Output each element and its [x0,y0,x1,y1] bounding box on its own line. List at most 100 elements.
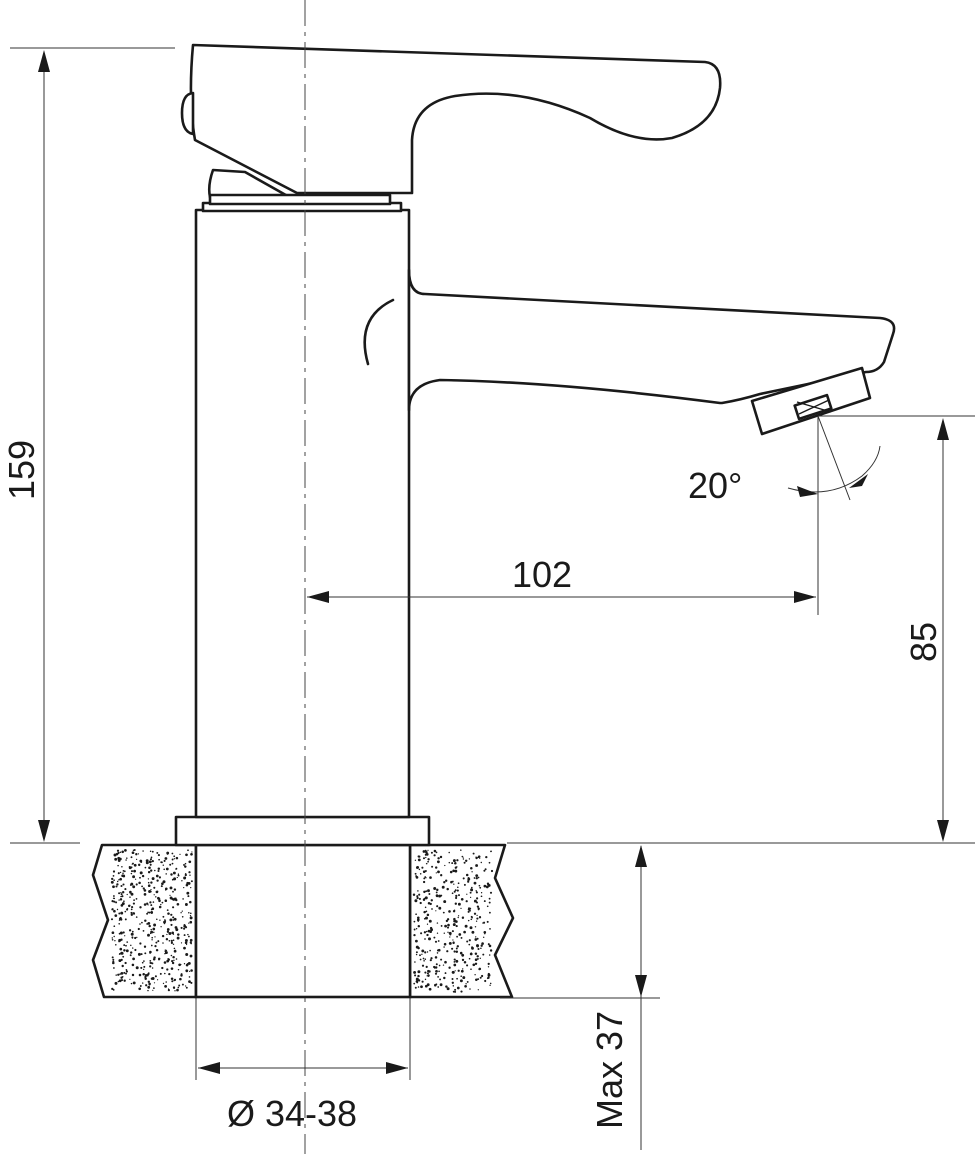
stone-speck [444,960,447,964]
stone-speck [139,923,141,925]
stone-speck [485,885,489,889]
stone-speck [150,856,153,859]
stone-speck [454,988,457,991]
stone-speck [141,921,143,924]
stone-speck [172,916,175,919]
stone-speck [170,873,173,876]
stone-speck [161,882,164,885]
stone-speck [151,859,154,863]
stone-speck [138,881,141,885]
stone-speck [111,937,113,939]
stone-speck [451,862,454,865]
stone-speck [417,916,420,920]
stone-speck [139,942,142,945]
stone-speck [149,932,152,935]
stone-speck [166,959,170,963]
stone-speck [469,926,473,930]
stone-speck [433,849,437,853]
stone-speck [476,955,479,958]
stone-speck [426,983,430,987]
stone-speck [120,918,123,921]
stone-speck [467,879,470,882]
cartridge-ring-top [208,193,392,206]
stone-speck [171,858,174,861]
stone-speck [429,876,432,879]
stone-speck [114,940,116,942]
stone-speck [170,939,173,943]
stone-speck [420,932,423,935]
stone-speck [166,933,168,936]
stone-speck [464,924,468,928]
stone-speck [448,851,450,854]
stone-speck [480,895,483,898]
stone-speck [434,972,438,975]
stone-speck [120,951,124,955]
stone-speck [149,901,152,904]
stone-speck [451,947,454,950]
stone-speck [474,974,476,976]
stone-speck [180,963,182,966]
stone-speck [487,966,490,968]
stone-speck [483,921,486,924]
stone-speck [132,875,136,879]
stone-speck [480,947,482,950]
stone-speck [115,885,118,888]
stone-speck [180,912,182,914]
stone-speck [113,853,117,857]
stone-speck [152,901,155,903]
stone-speck [173,947,176,950]
stone-speck [478,916,482,919]
stone-speck [119,877,122,881]
stone-speck [129,896,131,898]
stone-speck [440,874,443,877]
stone-speck [146,912,149,915]
stone-speck [453,909,456,911]
stone-speck [145,859,149,863]
stone-speck [483,900,486,903]
stone-speck [476,897,479,900]
countertop-right-texture [412,849,494,993]
stone-speck [444,864,446,867]
stone-speck [430,928,434,932]
stone-speck [417,979,421,982]
faucet [174,43,896,847]
stone-speck [473,877,476,879]
stone-speck [490,850,492,853]
stone-speck [190,969,193,972]
stone-speck [188,871,191,874]
stone-speck [125,972,127,975]
stone-speck [169,886,173,890]
stone-speck [150,881,153,884]
stone-speck [145,984,148,987]
stone-speck [183,934,186,937]
stone-speck [452,859,456,863]
stone-speck [163,868,165,871]
stone-speck [417,858,421,862]
stone-speck [474,958,478,961]
stone-speck [422,870,426,873]
stone-speck [154,975,157,978]
stone-speck [143,903,147,906]
stone-speck [171,852,174,855]
stone-speck [130,908,133,911]
stone-speck [438,906,442,910]
stone-speck [480,861,483,864]
stone-speck [418,855,421,858]
stone-speck [189,941,192,944]
stone-speck [420,985,423,989]
stone-speck [163,972,166,975]
stone-speck [452,939,454,941]
stone-speck [123,900,125,903]
stone-speck [477,947,480,951]
stone-speck [434,983,437,987]
stone-speck [113,909,116,913]
stone-speck [474,952,478,955]
stone-speck [421,980,424,983]
stone-speck [132,981,136,985]
stone-speck [433,936,436,939]
stone-speck [189,900,192,904]
stone-speck [123,870,126,873]
stone-speck [166,928,170,931]
stone-speck [489,891,493,894]
stone-speck [470,918,473,921]
